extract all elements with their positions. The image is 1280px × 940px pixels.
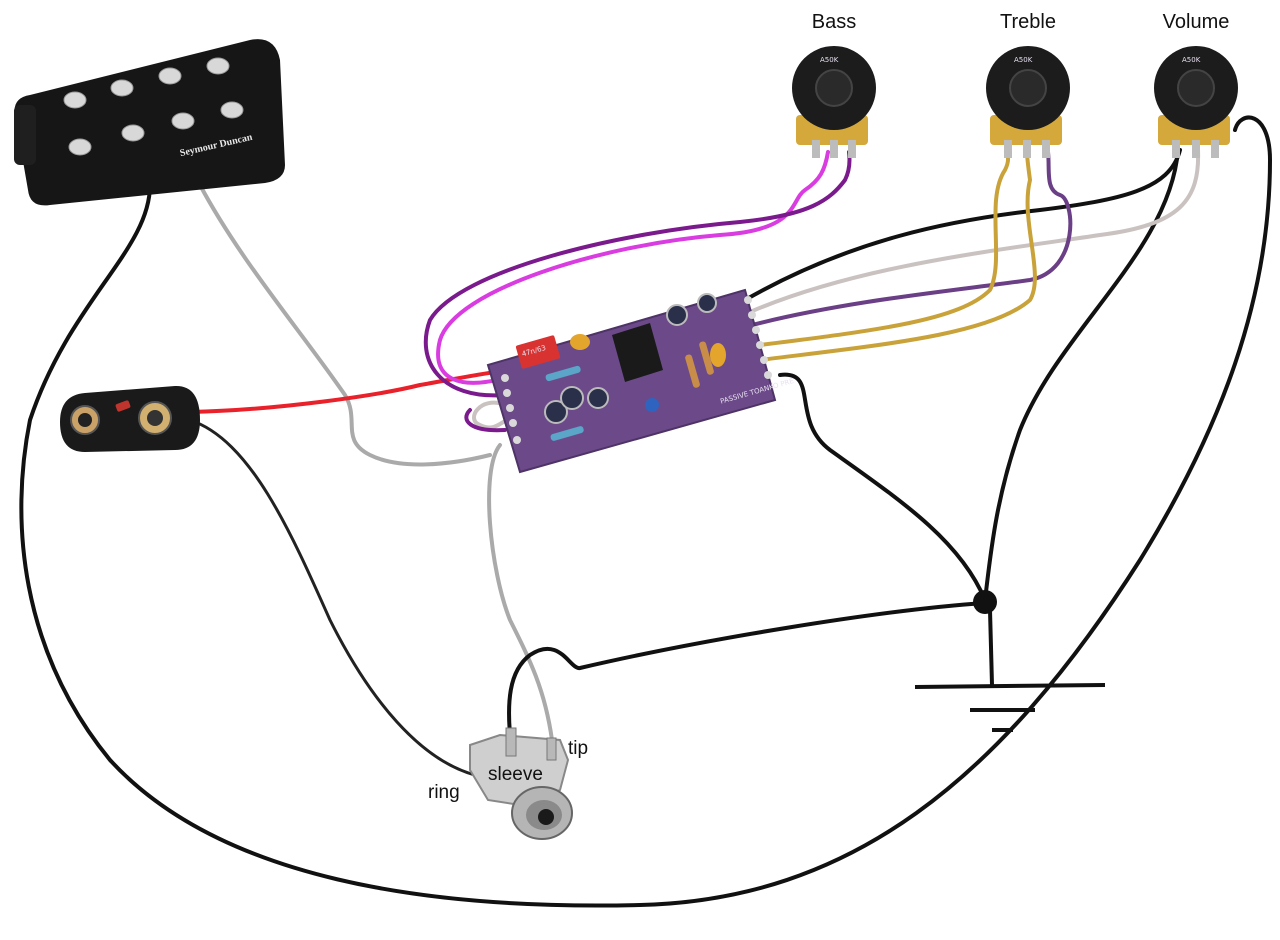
wire-board-ground <box>778 372 987 602</box>
battery-snap <box>60 385 200 452</box>
solder-pad <box>509 419 517 427</box>
solder-pad <box>760 356 768 364</box>
wire-treble-gold-1 <box>758 150 1011 347</box>
pot-shaft <box>815 69 853 107</box>
wire-bass-purple <box>423 150 852 398</box>
wire-pickup-gray <box>198 183 492 467</box>
output-jack: ring sleeve tip <box>428 727 588 840</box>
jack-label-ring: ring <box>428 782 460 803</box>
pot-code: A50K <box>1182 56 1201 64</box>
wire-volume-ground <box>983 148 1180 602</box>
pot-lug <box>1211 140 1219 158</box>
wire-jack-sleeve-black <box>507 601 987 754</box>
tantalum-capacitor <box>570 334 590 350</box>
pole-piece <box>121 124 145 142</box>
wire-battery-black <box>188 418 477 777</box>
pot-label-treble: Treble <box>1000 11 1056 33</box>
wire-bass-magenta <box>436 150 830 385</box>
tantalum-capacitor <box>710 343 726 367</box>
pot-label-volume: Volume <box>1163 11 1230 33</box>
preamp-board: 47n/63 PASSIVE TOANKO PRE <box>486 288 795 474</box>
pole-piece <box>220 101 244 119</box>
wires <box>19 115 1272 908</box>
resistor <box>699 341 714 375</box>
solder-pad <box>744 296 752 304</box>
electrolytic-capacitor <box>697 293 717 313</box>
wire-pickup-black <box>19 115 1272 908</box>
wire-volume-black <box>743 148 1182 302</box>
solder-pads <box>501 296 772 444</box>
solder-pad <box>756 341 764 349</box>
wire-treble-purple <box>750 150 1073 327</box>
ground-symbol <box>914 590 1106 732</box>
pole-piece <box>68 138 92 156</box>
battery-red-marker <box>115 400 131 412</box>
resistor <box>545 365 581 382</box>
pcb <box>486 288 777 474</box>
solder-pad <box>503 389 511 397</box>
pole-piece <box>171 112 195 130</box>
wire-battery-red <box>188 368 512 414</box>
battery-terminal-right-inner <box>147 410 163 426</box>
pot-lug <box>1004 140 1012 158</box>
solder-pad <box>501 374 509 382</box>
pot-lug <box>1192 140 1200 158</box>
electrolytic-capacitor <box>544 400 568 424</box>
wire-jack-tip-gray <box>487 443 554 742</box>
ceramic-capacitor <box>645 398 659 412</box>
jack-lug-sleeve <box>505 727 517 757</box>
pot-lug <box>1023 140 1031 158</box>
wire-board-loop-purple <box>464 408 507 433</box>
wire-volume-gray <box>748 148 1201 314</box>
solder-pad <box>764 371 772 379</box>
electrolytic-capacitor <box>587 387 609 409</box>
pot-lug <box>1172 140 1180 158</box>
pickup: Seymour Duncan <box>14 39 285 206</box>
pole-piece <box>158 67 182 85</box>
pot-lug <box>812 140 820 158</box>
pickup-ear-left <box>14 105 36 165</box>
wire-treble-gold-2 <box>758 150 1037 362</box>
pot-code: A50K <box>1014 56 1033 64</box>
battery-snap-body <box>60 385 200 452</box>
electrolytic-capacitor <box>666 304 688 326</box>
electrolytic-capacitor <box>560 386 584 410</box>
resistor <box>550 426 584 441</box>
solder-pad <box>748 311 756 319</box>
jack-hole <box>538 809 554 825</box>
ic-chip <box>612 323 663 382</box>
solder-pad <box>752 326 760 334</box>
pole-piece <box>63 91 87 109</box>
pot-shaft <box>1177 69 1215 107</box>
pickup-pole-pieces <box>63 57 244 156</box>
pot-code: A50K <box>820 56 839 64</box>
pot-lug <box>848 140 856 158</box>
jack-label-tip: tip <box>568 738 588 759</box>
ground-node <box>973 590 997 614</box>
pole-piece <box>206 57 230 75</box>
jack-lug-tip <box>546 737 557 761</box>
solder-pad <box>513 436 521 444</box>
pot-lug <box>1042 140 1050 158</box>
film-capacitor <box>515 335 561 369</box>
pot-lug <box>830 140 838 158</box>
solder-pad <box>506 404 514 412</box>
pot-bass: Bass A50K <box>792 11 876 158</box>
pole-piece <box>110 79 134 97</box>
pot-shaft <box>1009 69 1047 107</box>
resistor <box>685 354 700 388</box>
ground-stem <box>988 609 994 686</box>
wire-board-loop-gray <box>472 400 510 430</box>
pot-label-bass: Bass <box>812 11 856 33</box>
pot-treble: Treble A50K <box>986 11 1070 158</box>
battery-terminal-left-inner <box>78 413 92 427</box>
ground-bar-1 <box>914 683 1106 689</box>
jack-label-sleeve: sleeve <box>488 764 543 785</box>
pot-volume: Volume A50K <box>1154 11 1238 158</box>
pickup-body <box>14 39 285 206</box>
